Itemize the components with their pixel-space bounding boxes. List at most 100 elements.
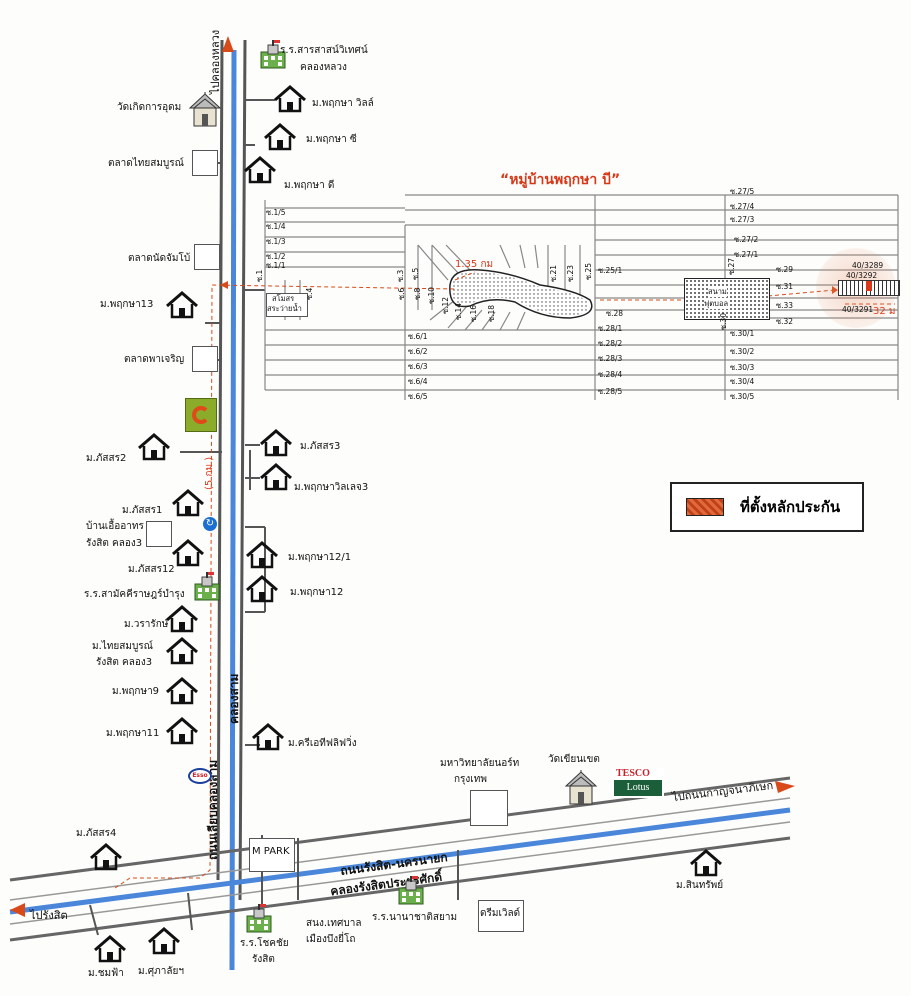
soi-label: ซ.30/4 xyxy=(730,377,755,386)
school-chok-label: ร.ร.โชคชัย xyxy=(240,938,289,949)
school-samak-icon xyxy=(192,572,222,602)
crytie-label: ม.ครีเอทีฟลิฟวิ่ง xyxy=(288,738,357,749)
soi-label: ซ.6/3 xyxy=(408,362,428,371)
soi-label: ซ.27 xyxy=(727,257,736,275)
soi-label: ซ.32 xyxy=(776,317,794,326)
soi-label: ซ.28/2 xyxy=(598,339,623,348)
market-nat-label: ตลาดนัดจัมโบ้ xyxy=(128,253,191,264)
house-icon xyxy=(164,636,200,666)
soi-label: ซ.25/1 xyxy=(598,266,623,275)
collateral-plot[interactable] xyxy=(866,281,872,291)
plot-label-b: 40/3292 xyxy=(846,271,878,280)
house-icon xyxy=(170,538,206,568)
tesco-lotus-logo: TESCO Lotus xyxy=(612,768,664,798)
distance-32m-label: 32 ม xyxy=(873,306,896,318)
school-sarasas-label-2: คลองหลวง xyxy=(300,62,347,73)
soi-label: ซ.10 xyxy=(427,286,436,304)
school-sarasas-label: ร.ร.สารสาสน์วิเทศน์ xyxy=(280,45,368,56)
soi-label: ซ.21 xyxy=(549,264,558,282)
thaisom-label: ม.ไทยสมบูรณ์ xyxy=(92,641,153,652)
village-title: “หมู่บ้านพฤกษา บี” xyxy=(500,172,621,188)
soi-label: ซ.29 xyxy=(776,265,794,274)
football-field xyxy=(684,278,770,320)
wat-kerd-label: วัดเกิดการอุดม xyxy=(117,102,182,113)
dreamworld-label: ดรีมเวิลด์ xyxy=(480,908,521,919)
soi-label: ซ.6 xyxy=(397,287,406,300)
soi-label: ซ.23 xyxy=(566,264,575,282)
municipal-label-2: เมืองบึงยี่โถ xyxy=(306,934,356,945)
phruksa13-label: ม.พฤกษา13 xyxy=(100,299,154,310)
esso-logo: Esso xyxy=(188,768,212,784)
soi-label: ซ.1 xyxy=(255,269,264,282)
mpark-label: M PARK xyxy=(252,846,290,857)
soi-label: ซ.33 xyxy=(776,301,794,310)
soi-label: ซ.27/2 xyxy=(734,235,759,244)
house-icon xyxy=(250,722,286,752)
market-pa-label: ตลาดพาเจริญ xyxy=(124,354,185,365)
house-icon xyxy=(164,716,200,746)
temple-icon xyxy=(564,770,598,806)
house-icon xyxy=(164,676,200,706)
soi-label: ซ.6/4 xyxy=(408,377,428,386)
sukalai-label: ม.ศุภาลัยฯ xyxy=(138,966,184,977)
phruksa12-1-label: ม.พฤกษา12/1 xyxy=(288,552,352,563)
soi-label: ซ.30/3 xyxy=(730,363,755,372)
legend: ที่ตั้งหลักประกัน xyxy=(670,482,864,532)
temple-icon xyxy=(188,92,222,128)
distance-135km-label: 1.35 กม xyxy=(455,259,494,270)
soi-label: ซ.12 xyxy=(441,296,450,314)
house-icon xyxy=(272,84,308,114)
soi-label: ซ.6/2 xyxy=(408,347,428,356)
municipal-label: สนง.เทศบาล xyxy=(306,918,362,929)
soi-label: ซ.14 xyxy=(454,302,463,320)
phruksa12-label: ม.พฤกษา12 xyxy=(290,587,344,598)
house-icon xyxy=(258,428,294,458)
house-icon xyxy=(164,290,200,320)
passorn1-label: ม.ภัสสร1 xyxy=(122,505,163,516)
soi-label: ซ.28/5 xyxy=(598,387,623,396)
soi-label: ซ.27/5 xyxy=(730,187,755,196)
school-samak-label: ร.ร.สามัคคีราษฎร์บำรุง xyxy=(84,589,185,600)
chom-fa-label: ม.ชมฟ้า xyxy=(88,968,124,979)
to-rangsit-label: ไปรังสิต xyxy=(30,909,68,922)
soi-label: ซ.1/2 xyxy=(266,252,286,261)
house-icon xyxy=(258,462,294,492)
school-chok-label-2: รังสิต xyxy=(252,954,275,965)
baan-ua-box xyxy=(146,521,172,547)
soi-label: ซ.6/5 xyxy=(408,392,428,401)
swimming-label-2: สระว่ายน้ำ xyxy=(267,304,302,313)
univ-box xyxy=(470,790,508,826)
distance-5km-label: (5 กม.) xyxy=(204,456,215,490)
soi-label: ซ.30/5 xyxy=(730,392,755,401)
baan-ua-label: บ้านเอื้ออาทร xyxy=(86,521,144,532)
market-thaisom-label: ตลาดไทยสมบูรณ์ xyxy=(108,158,184,169)
phruksa11-label: ม.พฤกษา11 xyxy=(106,728,160,739)
house-icon xyxy=(146,926,182,956)
phruksa9-label: ม.พฤกษา9 xyxy=(112,686,160,697)
to-klong-luang-label: ไปคลองหลวง xyxy=(209,29,222,94)
tesco-label: TESCO xyxy=(616,768,650,779)
swimming-label: สโมสร xyxy=(272,294,295,303)
passorn2-label: ม.ภัสสร2 xyxy=(86,453,127,464)
lotus-label: Lotus xyxy=(614,780,662,796)
house-icon xyxy=(262,122,298,152)
warart-label: ม.วรารักษ์ xyxy=(124,619,169,630)
school-nana-label: ร.ร.นานาชาติสยาม xyxy=(372,912,458,923)
u-turn-icon: ↻ xyxy=(203,517,217,531)
plot-label-a: 40/3289 xyxy=(852,261,884,270)
dreamworld-box xyxy=(478,900,524,932)
house-icon xyxy=(136,432,172,462)
house-icon xyxy=(688,848,724,878)
soi-label: ซ.31 xyxy=(776,282,794,291)
soi-label: ซ.27/3 xyxy=(730,215,755,224)
house-icon xyxy=(88,842,124,872)
phruksa-villa-label: ม.พฤกษา วิลล์ xyxy=(312,98,374,109)
passorn12-label: ม.ภัสสร12 xyxy=(128,564,175,575)
univ-label: มหาวิทยาลัยนอร์ท xyxy=(440,758,520,769)
soi-label: ซ.1/5 xyxy=(266,208,286,217)
soi-label: ซ.25 xyxy=(584,262,593,280)
phruksa-village3-label: ม.พฤกษาวิลเลจ3 xyxy=(294,482,369,493)
side-canal-label: คลองสาม xyxy=(227,673,241,724)
thaisom-label-2: รังสิต คลอง3 xyxy=(96,657,153,668)
soi-label: ซ.1/3 xyxy=(266,237,286,246)
